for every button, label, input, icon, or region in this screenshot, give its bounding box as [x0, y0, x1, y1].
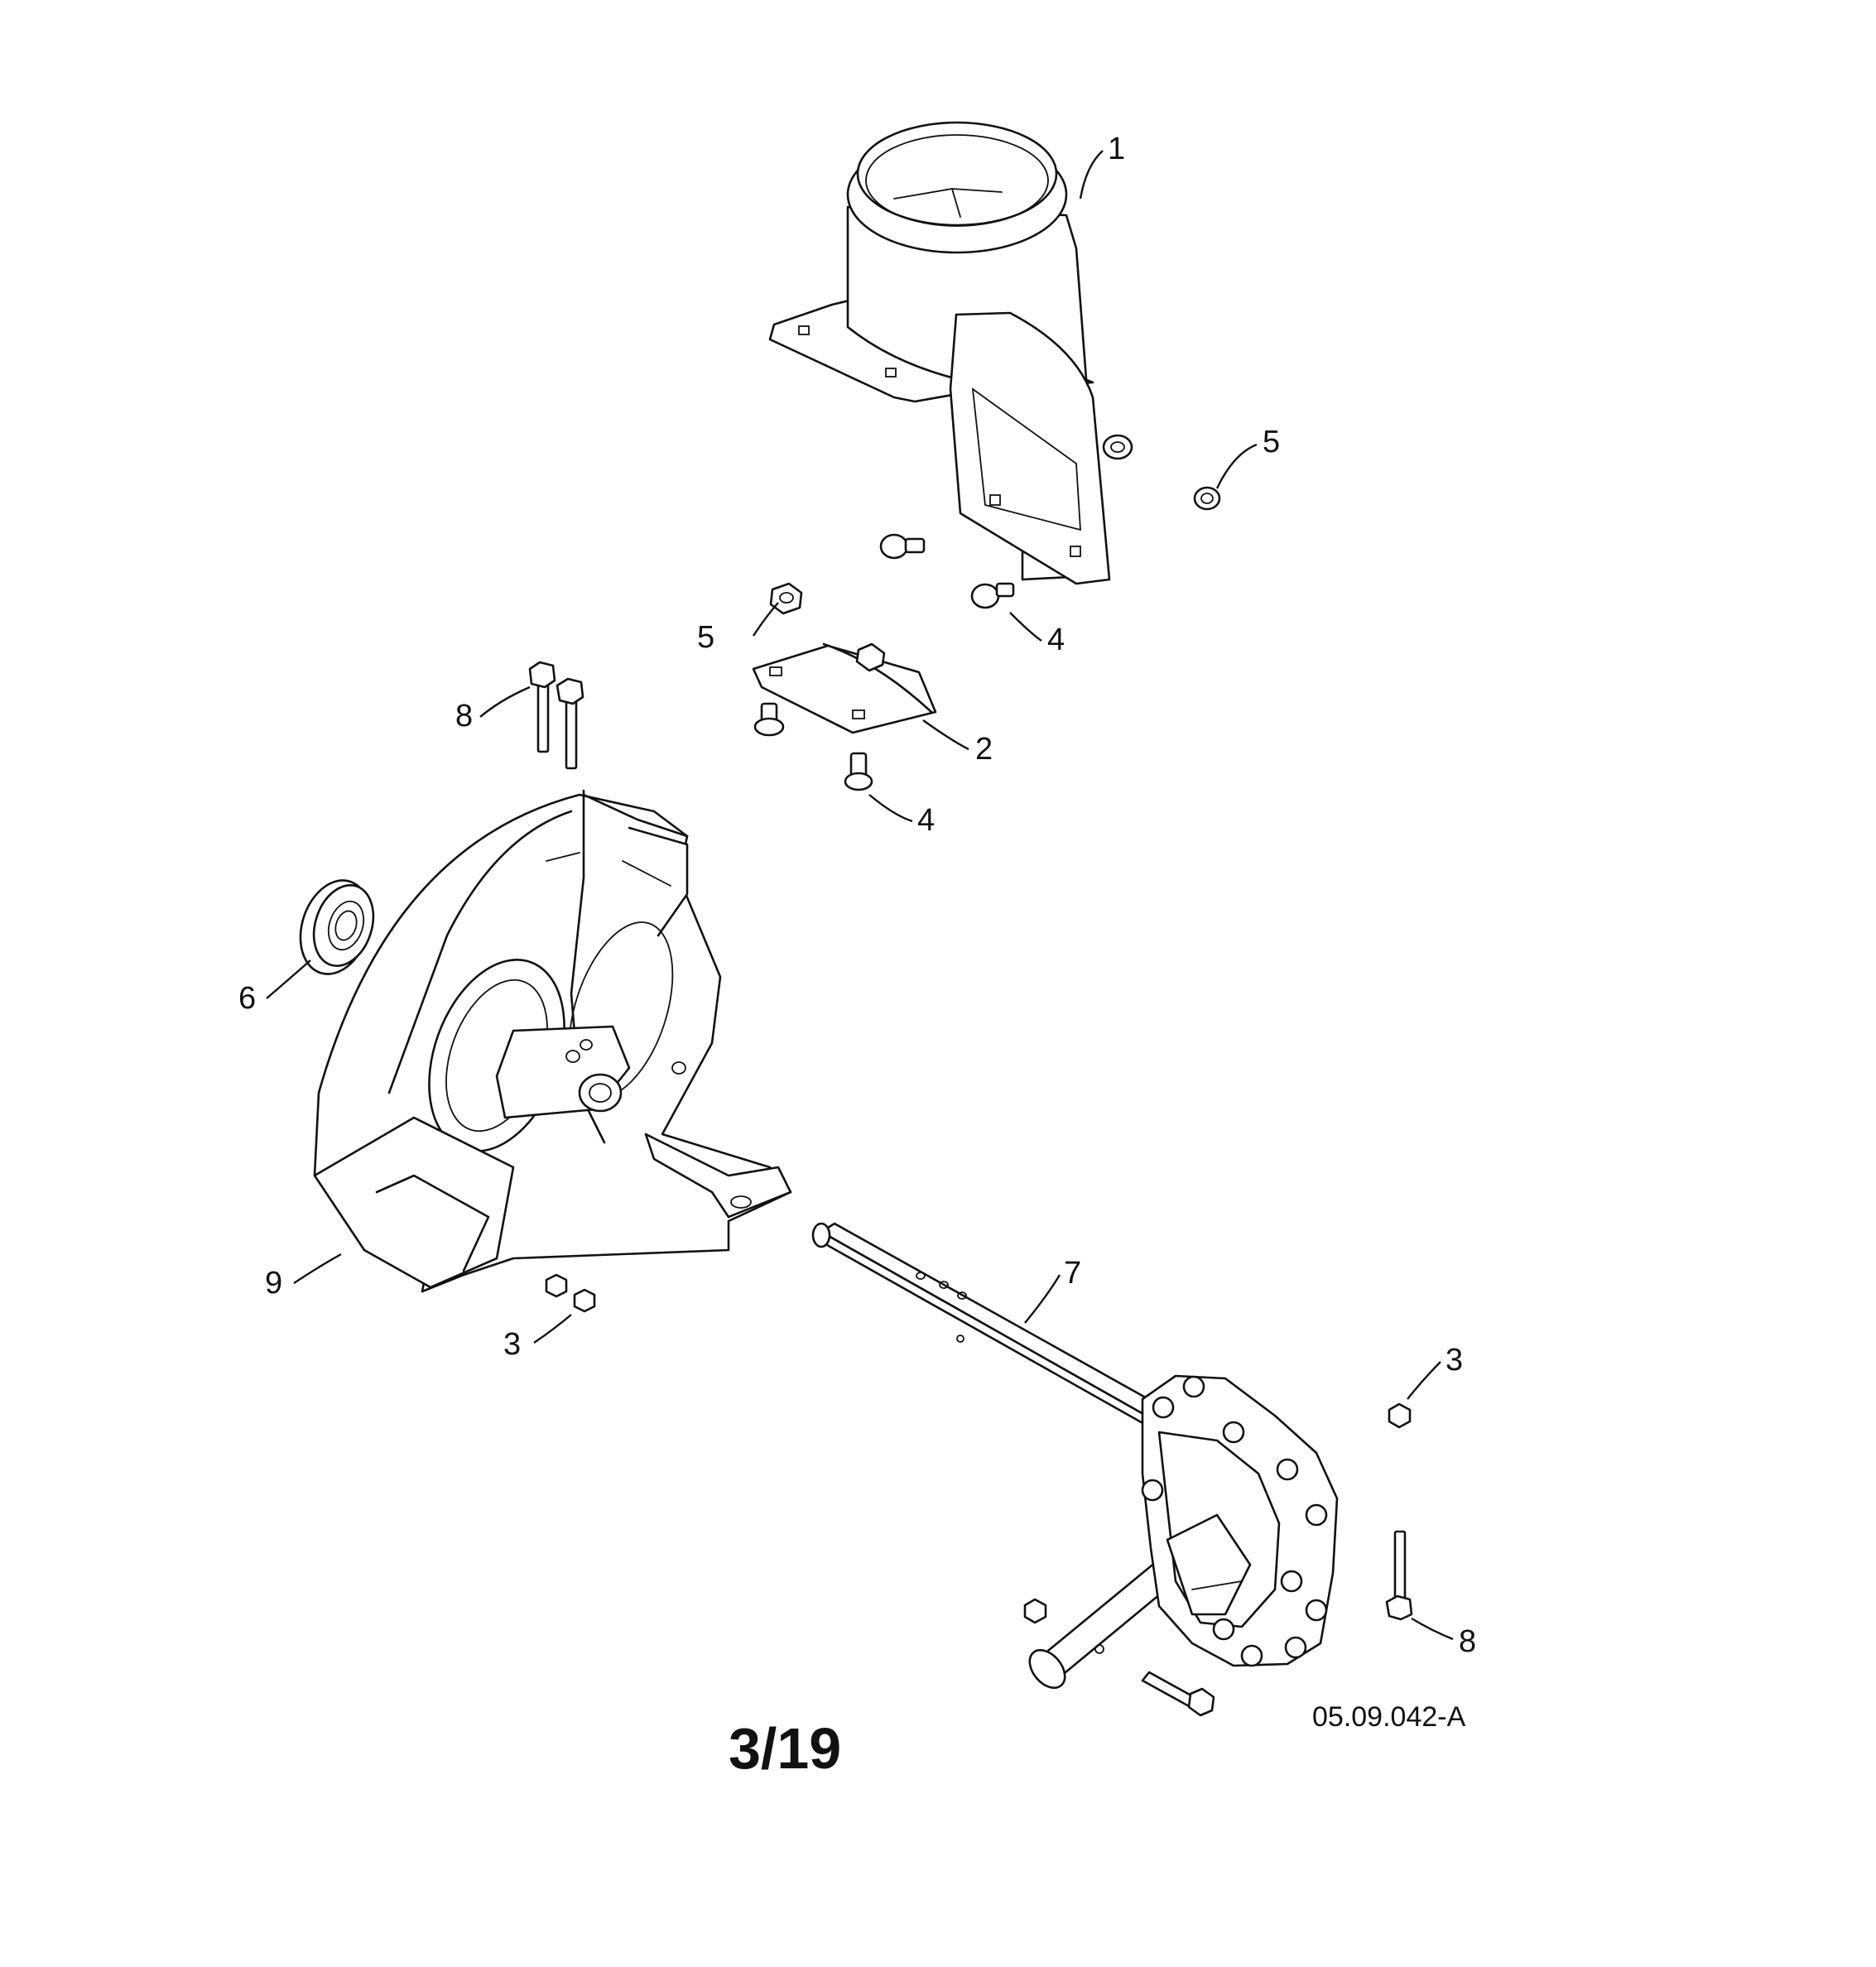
- callout-6: 6: [238, 981, 256, 1016]
- nut-part-3-right: [1388, 1402, 1412, 1429]
- callout-labels: 1 5 5 4 2 4 8 6 9 3 7 3 8: [238, 132, 1476, 1659]
- callout-4-upper: 4: [1047, 623, 1065, 657]
- hex-bolt-part-8-right: [1385, 1530, 1413, 1621]
- carriage-bolt-lower-a: [753, 702, 785, 737]
- gearbox-assembly: [1028, 1374, 1339, 1690]
- callout-9: 9: [265, 1266, 282, 1301]
- callout-3-right: 3: [1445, 1343, 1463, 1378]
- callout-5-right: 5: [1263, 425, 1280, 459]
- bearing-part-6: [299, 879, 375, 975]
- callout-3-left: 3: [503, 1327, 521, 1362]
- nuts-part-3-left: [545, 1273, 596, 1313]
- chute-part-1: [768, 121, 1111, 585]
- drawing-code: 05.09.042-A: [1312, 1701, 1466, 1733]
- carriage-bolt-lower-b: [844, 752, 873, 791]
- callout-8-right: 8: [1459, 1624, 1476, 1659]
- page-number: 3/19: [729, 1716, 841, 1781]
- shaft-part-7: [811, 1222, 1165, 1426]
- flange-nut-part-5-right: [1193, 486, 1221, 511]
- carriage-bolt-upper-b: [970, 582, 1015, 609]
- leader-lines: [266, 150, 1454, 1641]
- callout-7: 7: [1064, 1256, 1081, 1291]
- carriage-bolt-upper-a: [879, 533, 926, 560]
- flange-nut-part-5-left: [769, 582, 803, 615]
- callout-8-upper: 8: [455, 699, 473, 733]
- callout-1: 1: [1108, 132, 1125, 166]
- nut-lower-gearbox: [1023, 1598, 1047, 1624]
- hex-bolt-bottom: [1141, 1671, 1215, 1717]
- hex-bolts-part-8-upper: [528, 661, 584, 770]
- flange-nut-upper: [1102, 434, 1133, 460]
- callout-4-lower: 4: [917, 803, 935, 838]
- callout-5-left: 5: [697, 620, 714, 655]
- plate-part-2: [752, 642, 937, 734]
- callout-2: 2: [975, 732, 993, 767]
- auger-housing-part-9: [313, 789, 792, 1293]
